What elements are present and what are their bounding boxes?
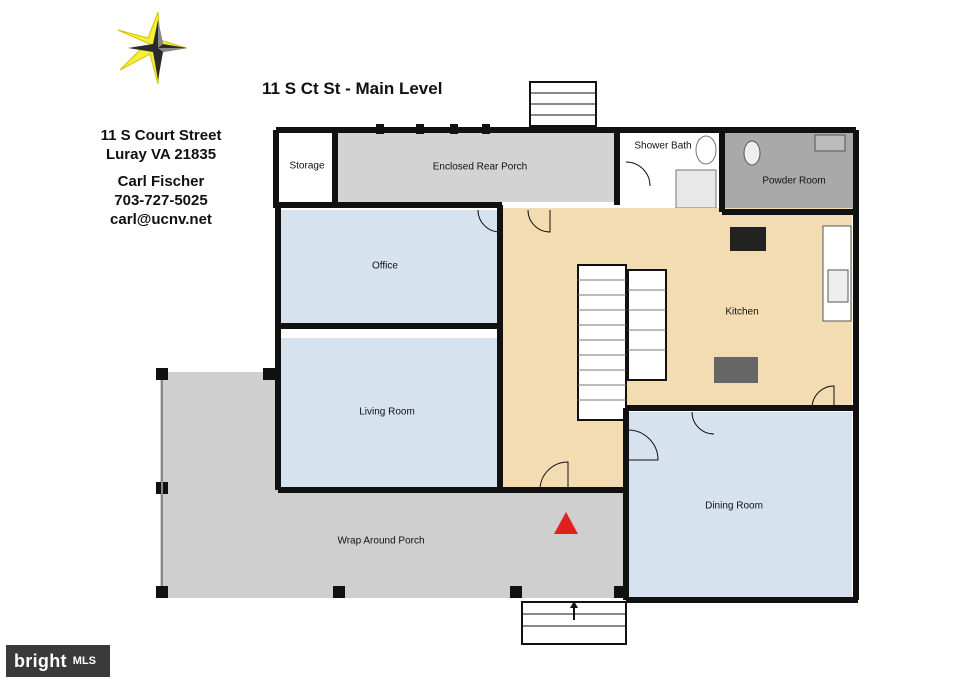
room-label-office: Office	[372, 260, 398, 272]
contact-name: Carl Fischer	[117, 173, 205, 190]
room-label-enclosed-rear-porch: Enclosed Rear Porch	[432, 161, 528, 173]
contact-street: 11 S Court Street	[100, 127, 222, 144]
contact-city: Luray VA 21835	[105, 146, 217, 163]
contact-info: 11 S Court Street Luray VA 21835 Carl Fi…	[86, 126, 236, 229]
room-label-kitchen: Kitchen	[725, 306, 759, 318]
room-label-living-room: Living Room	[359, 406, 415, 418]
room-label-dining-room: Dining Room	[705, 500, 763, 512]
page-title: 11 S Ct St - Main Level	[262, 79, 443, 98]
contact-email: carl@ucnv.net	[110, 211, 212, 228]
compass-star-icon	[117, 11, 187, 85]
brand-mls: MLS	[72, 655, 97, 667]
front-steps	[521, 601, 627, 645]
contact-phone: 703-727-5025	[114, 192, 208, 209]
entry-marker-icon	[554, 512, 578, 534]
rear-steps	[529, 81, 597, 127]
room-label-shower-bath: Shower Bath	[634, 140, 692, 152]
room-label-powder-room: Powder Room	[762, 175, 826, 187]
brand-badge: bright MLS	[6, 645, 110, 677]
room-label-wrap-around-porch: Wrap Around Porch	[337, 535, 425, 547]
brand-name: bright	[14, 650, 67, 671]
room-label-storage: Storage	[289, 160, 325, 172]
